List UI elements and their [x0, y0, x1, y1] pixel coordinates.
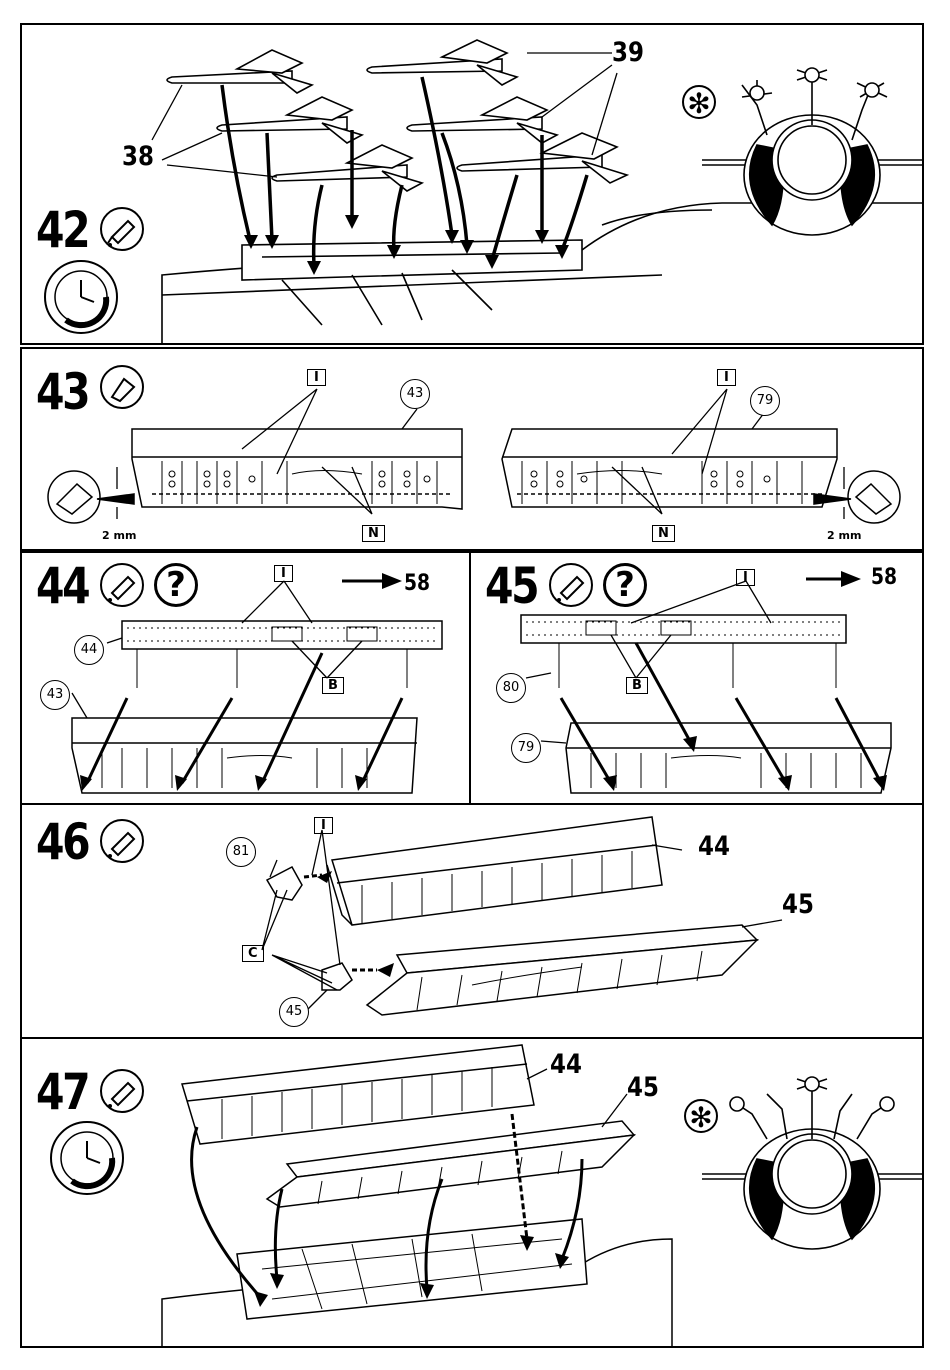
measure-label: 2 mm [102, 529, 136, 542]
part-callout-80: 80 [496, 673, 526, 703]
decal-n-marker: N [652, 525, 675, 542]
decal-i-marker: I [717, 369, 736, 386]
step-number: 43 [36, 367, 88, 417]
part-label-38: 38 [122, 143, 154, 170]
part-callout-43: 43 [400, 379, 430, 409]
question-icon: ? [154, 563, 198, 607]
asterisk-icon: ✻ [684, 1099, 718, 1133]
missile-38-a [167, 50, 312, 93]
missile-39-a [367, 40, 517, 85]
step-46-panel: 46 81 45 44 45 I C [20, 803, 924, 1039]
clock-icon [44, 260, 118, 334]
step-number: 47 [36, 1067, 88, 1117]
part-label-45: 45 [627, 1074, 659, 1101]
step-number: 45 [485, 561, 537, 611]
step-number: 46 [36, 817, 88, 867]
question-icon: ? [603, 563, 647, 607]
step-43-drawing [22, 349, 924, 551]
clock-icon [50, 1121, 124, 1195]
asterisk-icon: ✻ [682, 85, 716, 119]
step-45-panel: 45 ? 58 80 79 I B [469, 551, 924, 805]
decal-b-marker: B [322, 677, 344, 694]
knife-icon [100, 365, 144, 409]
glue-tube-icon [549, 563, 593, 607]
part-callout-43: 43 [40, 680, 70, 710]
part-callout-79: 79 [511, 733, 541, 763]
part-callout-79: 79 [750, 386, 780, 416]
step-number: 44 [36, 561, 88, 611]
measure-label: 2 mm [827, 529, 861, 542]
decal-i-marker: I [307, 369, 326, 386]
step-42-panel: 42 38 39 ✻ [20, 23, 924, 345]
part-callout-81: 81 [226, 837, 256, 867]
step-45-drawing [471, 553, 924, 805]
reference-step-58: 58 [871, 565, 897, 590]
decal-c-marker: C [242, 945, 264, 962]
step-47-panel: 47 44 45 ✻ [20, 1037, 924, 1348]
reference-step-58: 58 [404, 571, 430, 596]
front-view-inset [702, 1077, 924, 1249]
part-callout-44: 44 [74, 635, 104, 665]
part-callout-45: 45 [279, 997, 309, 1027]
missile-38-b [217, 97, 362, 143]
decal-i-marker: I [314, 817, 333, 834]
part-label-39: 39 [612, 39, 644, 66]
step-47-drawing [22, 1039, 924, 1348]
decal-n-marker: N [362, 525, 385, 542]
part-label-45: 45 [782, 891, 814, 918]
step-42-drawing [22, 25, 924, 345]
step-46-drawing [22, 805, 924, 1039]
glue-tube-icon [100, 563, 144, 607]
step-number: 42 [36, 205, 88, 255]
glue-tube-icon [100, 819, 144, 863]
glue-tube-icon [100, 1069, 144, 1113]
decal-i-marker: I [736, 569, 755, 586]
decal-b-marker: B [626, 677, 648, 694]
missile-38-c [272, 145, 422, 191]
step-44-panel: 44 ? 58 44 43 I B [20, 551, 471, 805]
step-43-panel: 43 43 79 I I N N 2 mm 2 mm [20, 347, 924, 551]
part-label-44: 44 [550, 1051, 582, 1078]
glue-tube-icon [100, 207, 144, 251]
part-label-44: 44 [698, 833, 730, 860]
decal-i-marker: I [274, 565, 293, 582]
